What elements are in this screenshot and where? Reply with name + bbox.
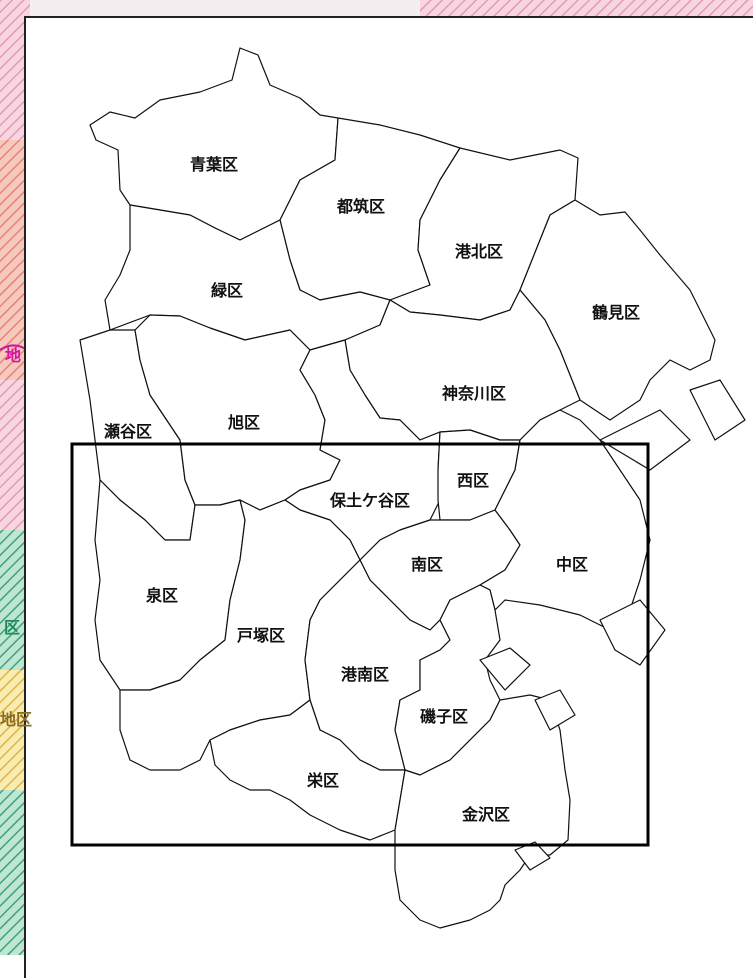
harbor-pier-1 [599, 409, 691, 471]
inset-frame [70, 442, 650, 847]
label-totsuka: 戸塚区 [237, 626, 285, 645]
harbor-pier-2 [689, 379, 746, 441]
edge-label-mid: 区 [4, 618, 21, 637]
label-minami: 南区 [411, 555, 443, 574]
label-midori: 緑区 [211, 281, 243, 300]
label-isogo: 磯子区 [420, 707, 468, 726]
label-sakae: 栄区 [306, 771, 339, 790]
harbor-pier-5 [534, 689, 576, 731]
label-kohoku: 港北区 [455, 242, 503, 261]
label-hodogaya: 保土ケ谷区 [329, 491, 410, 510]
label-kanazawa: 金沢区 [461, 805, 510, 824]
label-izumi: 泉区 [146, 586, 178, 605]
harbor-pier-4 [479, 647, 531, 691]
yokohama-ward-map: 青葉区 都筑区 港北区 鶴見区 緑区 神奈川区 瀬谷区 旭区 保土ケ谷区 西区 … [70, 47, 746, 929]
label-seya: 瀬谷区 [104, 422, 152, 441]
label-kanagawa: 神奈川区 [442, 384, 506, 403]
edge-label-low: 地区 [0, 710, 33, 729]
edge-label-top: 地 [5, 346, 22, 365]
label-naka: 中区 [556, 555, 588, 574]
label-konan: 港南区 [341, 665, 389, 684]
label-aoba: 青葉区 [190, 155, 238, 174]
label-tsuzuki: 都筑区 [336, 197, 385, 216]
ward-naka[interactable] [479, 409, 651, 631]
label-asahi: 旭区 [227, 413, 260, 432]
label-tsurumi: 鶴見区 [592, 303, 640, 322]
label-nishi: 西区 [457, 471, 489, 490]
